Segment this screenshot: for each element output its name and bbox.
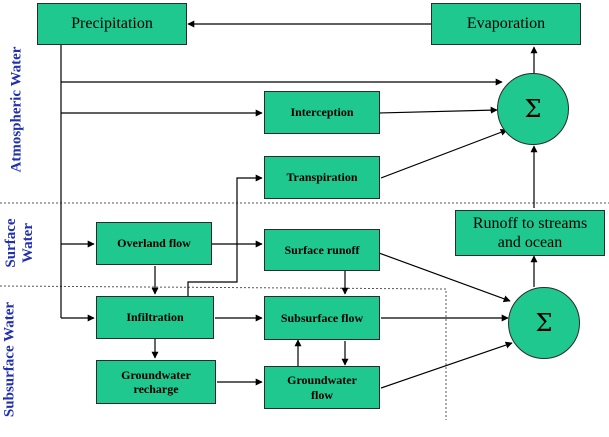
runoff-to-streams-label-line-1: Runoff to streams bbox=[472, 214, 588, 232]
summation-top-symbol: Σ bbox=[524, 95, 542, 123]
zone-divider-surface-subsurface bbox=[0, 285, 447, 420]
zone-label-surface-water: Surface Water bbox=[3, 218, 36, 268]
surface-runoff-box: Surface runoff bbox=[264, 229, 380, 271]
summation-bottom: Σ bbox=[508, 287, 580, 359]
runoff-to-streams-box: Runoff to streams and ocean bbox=[455, 210, 605, 256]
arrow-infiltration-to-transpiration bbox=[187, 174, 263, 296]
evaporation-label: Evaporation bbox=[466, 15, 546, 33]
arrow-transpiration-to-sum-top bbox=[380, 128, 508, 179]
evaporation-box: Evaporation bbox=[431, 3, 581, 45]
overland-flow-box: Overland flow bbox=[96, 222, 212, 265]
surface-runoff-label: Surface runoff bbox=[284, 242, 360, 257]
precipitation-label: Precipitation bbox=[71, 15, 153, 33]
transpiration-box: Transpiration bbox=[264, 156, 380, 199]
runoff-to-streams-label-line-2: and ocean bbox=[497, 234, 563, 251]
arrow-surface-runoff-to-sum-bottom bbox=[378, 252, 511, 303]
infiltration-label: Infiltration bbox=[126, 310, 184, 325]
summation-bottom-symbol: Σ bbox=[535, 309, 553, 337]
summation-top: Σ bbox=[497, 73, 569, 145]
subsurface-flow-box: Subsurface flow bbox=[264, 296, 380, 340]
zone-label-subsurface-water: Subsurface Water bbox=[1, 301, 18, 418]
groundwater-recharge-label-line-2: recharge bbox=[133, 382, 179, 396]
groundwater-recharge-box: Groundwater recharge bbox=[96, 360, 216, 404]
transpiration-label: Transpiration bbox=[286, 170, 358, 185]
interception-box: Interception bbox=[264, 91, 380, 134]
subsurface-flow-label: Subsurface flow bbox=[280, 310, 364, 325]
precipitation-box: Precipitation bbox=[37, 3, 187, 45]
groundwater-recharge-label-line-1: Groundwater bbox=[121, 367, 191, 382]
arrow-groundwater-flow-to-sum-bottom bbox=[380, 341, 513, 389]
groundwater-flow-box: Groundwater flow bbox=[264, 366, 380, 409]
groundwater-flow-label-line-1: Groundwater bbox=[287, 373, 357, 388]
groundwater-flow-label-line-2: flow bbox=[311, 387, 333, 402]
overland-flow-label: Overland flow bbox=[117, 236, 191, 251]
arrow-interception-to-sum-top bbox=[378, 106, 498, 114]
zone-label-atmospheric-water: Atmospheric Water bbox=[8, 46, 25, 173]
infiltration-box: Infiltration bbox=[96, 296, 214, 339]
interception-label: Interception bbox=[290, 105, 354, 120]
